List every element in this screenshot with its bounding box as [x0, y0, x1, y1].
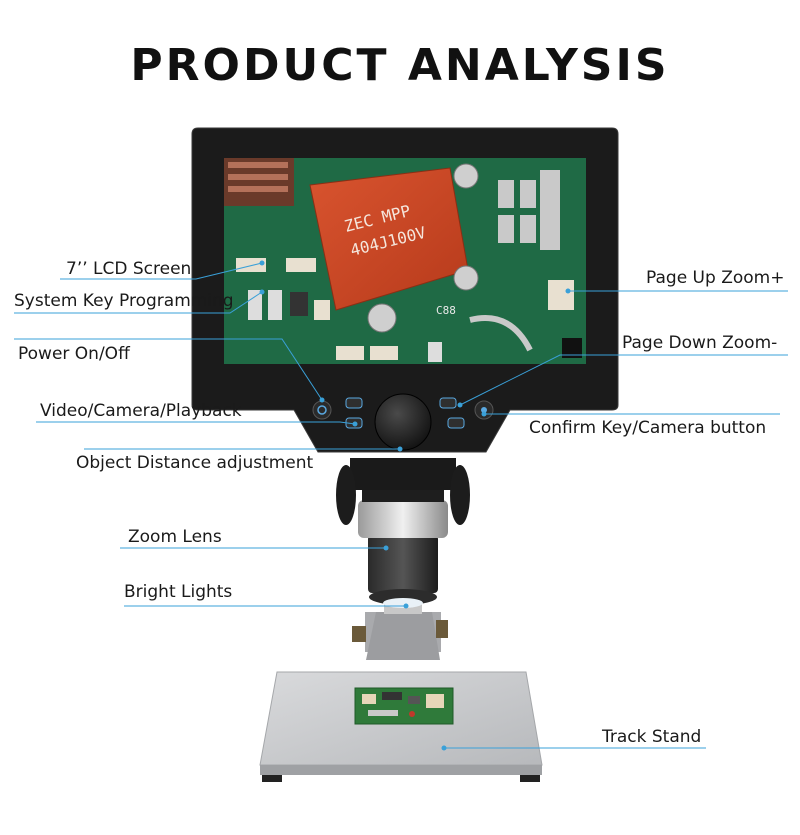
page-down-button[interactable] — [447, 417, 465, 429]
callout-lcd-screen: 7’’ LCD Screen — [66, 259, 192, 279]
focus-knob[interactable] — [374, 393, 432, 451]
page-title: PRODUCT ANALYSIS — [130, 40, 670, 91]
callout-confirm: Confirm Key/Camera button — [529, 418, 767, 438]
callout-bright-lights: Bright Lights — [124, 582, 233, 602]
power-icon — [317, 405, 327, 415]
system-key-button[interactable] — [345, 397, 363, 409]
callout-object-distance: Object Distance adjustment — [76, 453, 314, 473]
holder-clamp — [336, 458, 470, 525]
callout-video-camera: Video/Camera/Playback — [40, 401, 242, 421]
page-up-button[interactable] — [439, 397, 457, 409]
control-panel — [312, 393, 494, 451]
callout-zoom-lens: Zoom Lens — [128, 527, 222, 547]
power-button[interactable] — [312, 400, 332, 420]
callout-system-key: System Key Programming — [14, 291, 234, 311]
callout-page-up: Page Up Zoom+ — [646, 268, 785, 288]
stand-bracket — [352, 600, 448, 660]
ok-icon — [481, 407, 487, 413]
lcd-monitor: ZEC MPP 404J100V C88 — [191, 127, 619, 453]
callout-dots — [259, 260, 571, 751]
callout-page-down: Page Down Zoom- — [622, 333, 778, 353]
focus-ring — [358, 486, 448, 538]
callout-lines — [14, 262, 788, 749]
callout-track-stand: Track Stand — [602, 727, 702, 747]
silk-label-text: C88 — [436, 304, 456, 317]
callout-power: Power On/Off — [18, 344, 130, 364]
sample-pcb — [354, 687, 454, 725]
zoom-lens — [368, 535, 438, 608]
